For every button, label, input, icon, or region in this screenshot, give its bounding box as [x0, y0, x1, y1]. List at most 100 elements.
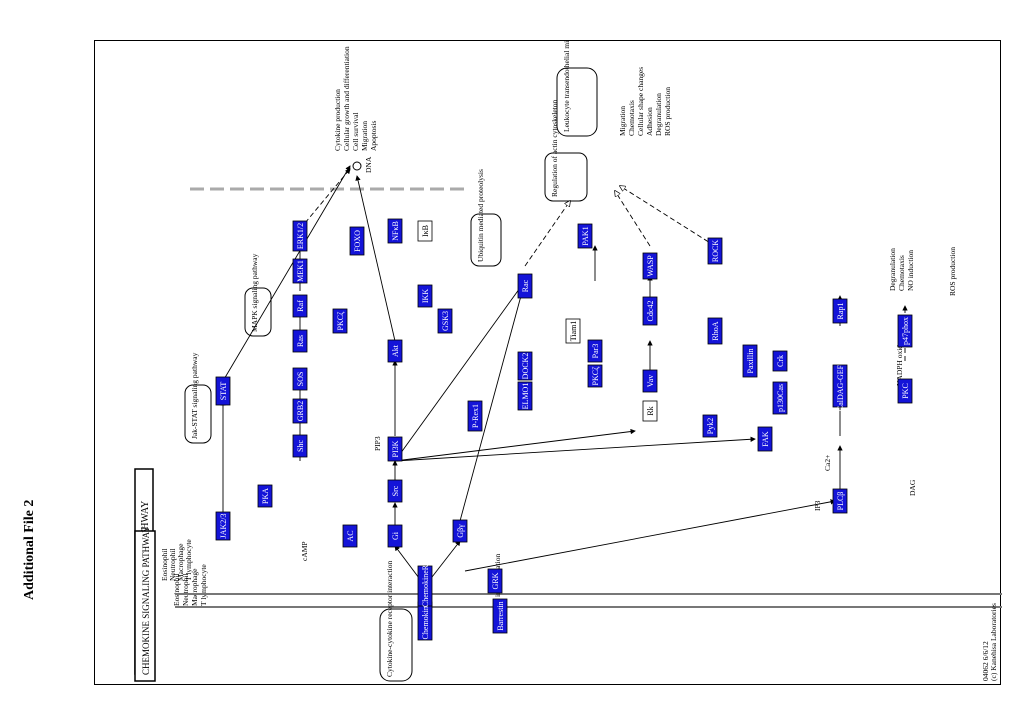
node-prex1[interactable]: P-Rex1 — [467, 400, 483, 432]
pip3-label: PIP3 — [373, 436, 382, 451]
node-label-paxillin: Paxillin — [746, 349, 755, 374]
node-label-pkc-z: PKCζ — [336, 311, 345, 331]
node-label-gbg: Gβγ — [456, 524, 465, 538]
node-gsk3[interactable]: GSK3 — [437, 308, 453, 334]
node-ras[interactable]: Ras — [292, 329, 308, 353]
node-paxillin[interactable]: Paxillin — [742, 344, 758, 378]
node-grb2[interactable]: GRB2 — [292, 398, 308, 424]
cell-type-1: Eosinophil — [172, 573, 181, 606]
node-pkc[interactable]: PKC — [897, 378, 913, 404]
node-pkc-z[interactable]: PKCζ — [332, 308, 348, 334]
node-caldag[interactable]: CalDAG-GEF1 — [832, 361, 848, 411]
node-label-foxo: FOXO — [353, 230, 362, 252]
node-label-dock2: DOCK2 — [521, 353, 530, 380]
node-rhoa[interactable]: RhoA — [707, 317, 723, 345]
node-plcb[interactable]: PLCβ — [832, 488, 848, 514]
node-foxo[interactable]: FOXO — [349, 226, 365, 256]
node-raf[interactable]: Raf — [292, 294, 308, 318]
node-label-pka: PKA — [261, 488, 270, 504]
node-wasp[interactable]: WASP — [642, 252, 658, 280]
node-label-rhoa: RhoA — [711, 321, 720, 340]
node-pka[interactable]: PKA — [257, 484, 273, 508]
pathway-frame: CHEMOKINE SIGNALING PATHWAY Eosinophil N… — [94, 40, 1002, 685]
node-ac[interactable]: AC — [342, 524, 358, 548]
footer-copyright: (c) Kanehisa Laboratories — [989, 603, 998, 681]
node-mek[interactable]: MEK1 — [292, 258, 308, 284]
outcomes-right: Migration Chemotaxis Cellular shape chan… — [618, 67, 672, 136]
cell-type-2: Neutrophil — [181, 574, 190, 607]
node-pi3k[interactable]: PI3K — [387, 436, 403, 462]
pathway-edges — [220, 165, 908, 607]
node-label-rk: Rk — [646, 406, 655, 415]
node-vav[interactable]: Vav — [642, 369, 658, 393]
cytokine-receptor-label: Cytokine-cytokine receptor interaction — [385, 561, 394, 677]
footer-group: 04062 6/6/12 (c) Kanehisa Laboratories — [981, 603, 998, 681]
node-gi[interactable]: Gi — [387, 524, 403, 548]
node-label-rock: ROCK — [711, 240, 720, 262]
node-pkc-t[interactable]: PKCζ — [587, 364, 603, 388]
node-label-wasp: WASP — [646, 255, 655, 277]
node-elmo1[interactable]: ELMO1 — [517, 381, 533, 411]
node-pak1[interactable]: PAK1 — [577, 223, 593, 249]
node-barrestin[interactable]: Barrestin — [492, 598, 508, 634]
node-label-ikk: IKK — [421, 289, 430, 303]
outcome-apoptosis: Apoptosis — [369, 120, 378, 151]
cell-type-tlymphocyte: T lymphocyte — [184, 539, 193, 581]
outcome-r-chemotaxis: Chemotaxis — [627, 100, 636, 136]
node-jak[interactable]: JAK2/3 — [215, 511, 231, 541]
node-pyk2b[interactable]: Pyk2 — [702, 414, 718, 438]
node-grk[interactable]: GRK — [487, 568, 503, 594]
cell-type-macrophage: Macrophage — [176, 543, 185, 581]
node-tiam1[interactable]: Tiam1 — [565, 318, 581, 344]
cell-types-group: Eosinophil Neutrophil Macrophage T lymph… — [160, 539, 193, 581]
node-label-plcb: PLCβ — [836, 492, 845, 511]
node-nfkb[interactable]: NFκB — [387, 218, 403, 244]
node-stat[interactable]: STAT — [215, 376, 231, 406]
node-label-chemokine: Chemokine — [421, 602, 430, 639]
node-gbg[interactable]: Gβγ — [452, 519, 468, 543]
node-crk[interactable]: Crk — [772, 350, 788, 372]
node-label-gsk3: GSK3 — [441, 311, 450, 331]
node-dock2[interactable]: DOCK2 — [517, 351, 533, 381]
node-src[interactable]: Src — [387, 479, 403, 503]
node-label-nox: p47phox — [901, 317, 910, 345]
node-label-src: Src — [391, 485, 400, 496]
node-chemokine-r[interactable]: ChemokineR — [417, 564, 433, 607]
node-rock[interactable]: ROCK — [707, 237, 723, 265]
node-label-ras: Ras — [296, 335, 305, 347]
cytokine-receptor-box: Cytokine-cytokine receptor interaction — [379, 561, 413, 682]
node-akt[interactable]: Akt — [387, 339, 403, 363]
actin-label: Regulation of actin cytoskeleton — [550, 99, 559, 197]
node-rk[interactable]: Rk — [642, 400, 658, 422]
node-label-ac: AC — [346, 530, 355, 541]
node-label-barrestin: Barrestin — [496, 601, 505, 630]
node-cdc42[interactable]: Cdc42 — [642, 296, 658, 326]
node-fak[interactable]: FAK — [757, 426, 773, 452]
ca-label: Ca2+ — [823, 455, 832, 471]
node-p130[interactable]: p130Cas — [772, 381, 788, 415]
node-nox[interactable]: p47phox — [897, 314, 913, 348]
node-sos[interactable]: SOS — [292, 367, 308, 391]
node-erk[interactable]: ERK1/2 — [292, 220, 308, 252]
node-label-mek: MEK1 — [296, 260, 305, 282]
node-rac[interactable]: Rac — [517, 273, 533, 299]
outcome-b-no: NO induction — [906, 250, 915, 291]
cell-type-4: T lymphocyte — [199, 564, 208, 606]
node-ikk[interactable]: IKK — [417, 284, 433, 308]
outcome-survival: Cell survival — [351, 112, 360, 151]
nadph-label: NADPH oxidase — [895, 335, 904, 386]
node-label-raf: Raf — [296, 300, 305, 312]
outcomes-bottom: Degranulation Chemotaxis NO induction — [888, 248, 915, 291]
mapk-label: MAPK signaling pathway — [250, 253, 259, 332]
dna-node — [352, 161, 362, 171]
node-par3[interactable]: Par3 — [587, 339, 603, 363]
node-label-pi3k: PI3K — [391, 440, 400, 457]
node-ikb[interactable]: IκB — [417, 220, 433, 242]
outcome-r-degranulation: Degranulation — [654, 93, 663, 136]
node-rap1[interactable]: Rap1 — [832, 298, 848, 324]
node-label-shc: Shc — [296, 440, 305, 452]
node-shc[interactable]: Shc — [292, 434, 308, 458]
title-group: CHEMOKINE SIGNALING PATHWAY — [134, 526, 156, 682]
cell-types: Eosinophil Neutrophil Macrophage T lymph… — [172, 564, 208, 606]
